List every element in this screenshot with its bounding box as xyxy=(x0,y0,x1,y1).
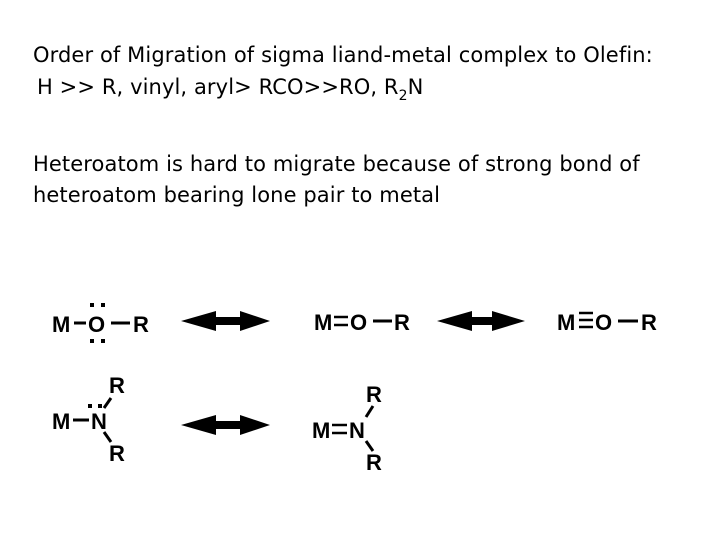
lone-pair-dot xyxy=(90,303,94,307)
single-bond-line xyxy=(102,397,113,409)
oxygen-label: O xyxy=(88,312,105,337)
oxygen-label: O xyxy=(595,310,612,335)
group-label: R xyxy=(641,310,657,335)
group-label-bottom: R xyxy=(366,450,382,475)
lone-pair-dot xyxy=(88,404,92,408)
nitrogen-label: N xyxy=(349,418,365,443)
structure-m-o-r-single: M O R xyxy=(52,303,149,343)
oxygen-label: O xyxy=(350,310,367,335)
migration-order-series: H >> R, vinyl, aryl> RCO>>RO, R2N xyxy=(37,74,424,104)
metal-label: M xyxy=(52,312,70,337)
lone-pair-dot xyxy=(101,303,105,307)
structure-m-n-r2-single: R M N R xyxy=(52,373,125,466)
explanation-line-1: Heteroatom is hard to migrate because of… xyxy=(33,152,640,176)
group-label-top: R xyxy=(109,373,125,398)
migration-order-title: Order of Migration of sigma liand-metal … xyxy=(33,43,653,67)
metal-label: M xyxy=(557,310,575,335)
metal-label: M xyxy=(314,310,332,335)
group-label-bottom: R xyxy=(109,441,125,466)
resonance-arrow-1 xyxy=(181,311,270,331)
group-label: R xyxy=(133,312,149,337)
single-bond-line xyxy=(364,440,375,452)
structure-m-o-r-double: M O R xyxy=(314,310,410,335)
lone-pair-dot xyxy=(90,339,94,343)
explanation-line-2: heteroatom bearing lone pair to metal xyxy=(33,183,441,207)
structure-m-n-r2-double: R M N R xyxy=(312,382,382,475)
single-bond-line xyxy=(364,405,375,418)
metal-label: M xyxy=(312,418,330,443)
group-label: R xyxy=(394,310,410,335)
metal-label: M xyxy=(52,409,70,434)
lone-pair-dot xyxy=(98,404,102,408)
structure-m-o-r-triple: M O R xyxy=(557,310,657,335)
migration-order-series-main: H >> R, vinyl, aryl> RCO>>RO, R xyxy=(37,75,399,99)
resonance-arrow-3 xyxy=(181,415,270,435)
resonance-arrow-2 xyxy=(437,311,525,331)
group-label-top: R xyxy=(366,382,382,407)
migration-order-subscript: 2 xyxy=(398,88,408,104)
migration-order-series-end: N xyxy=(407,75,424,99)
nitrogen-label: N xyxy=(91,409,107,434)
single-bond-line xyxy=(102,431,113,443)
lone-pair-dot xyxy=(101,339,105,343)
